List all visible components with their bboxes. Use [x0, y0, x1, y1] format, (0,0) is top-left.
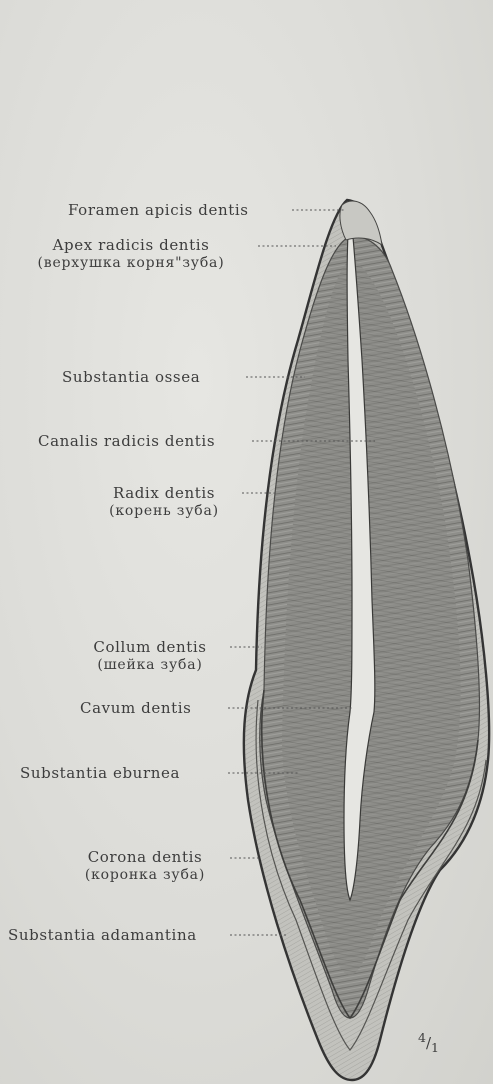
label-apex-russian: (верхушка корня"зуба): [6, 254, 256, 272]
label-corona-dentis: Corona dentis (коронка зуба): [60, 848, 230, 884]
label-canalis-radicis-dentis: Canalis radicis dentis: [38, 432, 215, 450]
label-collum-dentis: Collum dentis (шейка зуба): [72, 638, 228, 674]
label-substantia-adamantina: Substantia adamantina: [8, 926, 197, 944]
label-collum-latin: Collum dentis: [93, 638, 206, 656]
label-substantia-eburnea: Substantia eburnea: [20, 764, 180, 782]
apex-cap: [340, 201, 382, 245]
label-corona-russian: (коронка зуба): [60, 866, 230, 884]
label-radix-dentis: Radix dentis (корень зуба): [86, 484, 242, 520]
label-cavum-dentis: Cavum dentis: [80, 699, 191, 717]
label-apex-radicis-dentis: Apex radicis dentis (верхушка корня"зуба…: [6, 236, 256, 272]
label-foramen-apicis-dentis: Foramen apicis dentis: [68, 201, 249, 219]
label-radix-latin: Radix dentis: [113, 484, 215, 502]
label-radix-russian: (корень зуба): [86, 502, 242, 520]
scale-numerator: 4: [418, 1030, 426, 1045]
label-corona-latin: Corona dentis: [88, 848, 203, 866]
label-substantia-ossea: Substantia ossea: [62, 368, 200, 386]
scale-denominator: 1: [431, 1040, 439, 1055]
scale-ratio: 4/1: [418, 1030, 439, 1055]
label-collum-russian: (шейка зуба): [72, 656, 228, 674]
label-apex-latin: Apex radicis dentis: [53, 236, 210, 254]
